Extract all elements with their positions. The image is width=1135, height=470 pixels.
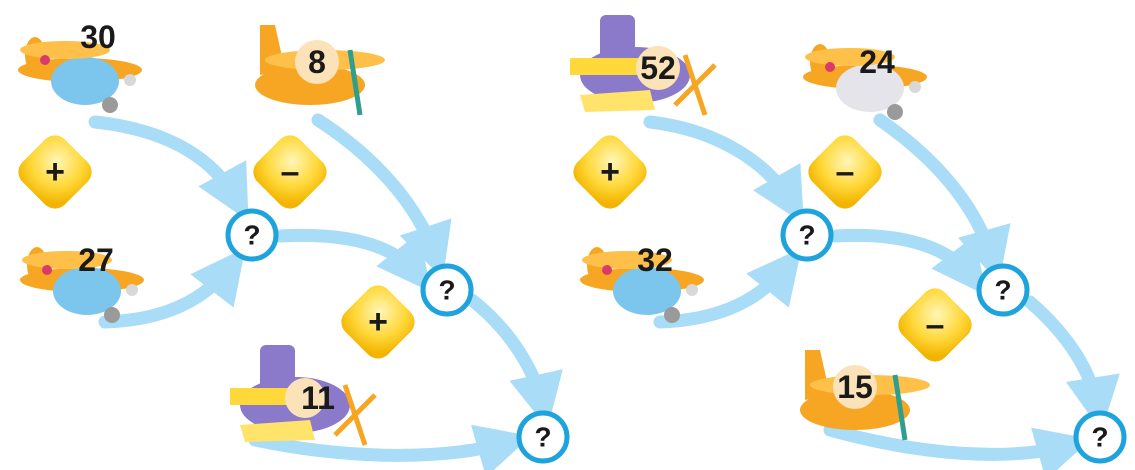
- unknown-mark: ?: [534, 422, 551, 453]
- arrow-30-to-sum: [88, 115, 249, 222]
- arrow-diff-to-final: [465, 293, 563, 429]
- unknown-mark: ?: [438, 275, 455, 306]
- operator-symbol: +: [600, 153, 620, 191]
- unknown-circle: ?: [516, 410, 570, 464]
- operator-diamond: –: [808, 135, 882, 209]
- arrow-27-to-sum: [98, 247, 246, 329]
- operator-diamond: –: [898, 288, 972, 362]
- unknown-mark: ?: [798, 220, 815, 251]
- plane-value: 32: [637, 242, 673, 278]
- unknown-circle: ?: [420, 263, 474, 317]
- plane-30: 30: [18, 19, 142, 113]
- operator-symbol: +: [368, 303, 388, 341]
- plane-value: 27: [78, 242, 114, 278]
- operator-symbol: –: [836, 153, 855, 191]
- plane-value: 11: [301, 380, 335, 416]
- unknown-circle: ?: [225, 208, 279, 262]
- puzzle-1: 30 27 8: [18, 19, 570, 470]
- plane-value: 52: [640, 50, 676, 86]
- arrow-15-to-final: [823, 423, 1092, 470]
- arrow-sum-to-diff: [273, 228, 432, 293]
- operator-symbol: –: [281, 153, 300, 191]
- unknown-mark: ?: [1091, 422, 1108, 453]
- plane-11: 11: [230, 345, 377, 446]
- plane-15: 15: [800, 350, 930, 441]
- plane-value: 24: [859, 44, 895, 80]
- arrow-11-to-final: [248, 424, 532, 470]
- arrow-32-to-sum: [653, 247, 802, 329]
- operator-symbol: +: [45, 153, 65, 191]
- plane-value: 15: [837, 369, 873, 405]
- operator-diamond: +: [573, 135, 647, 209]
- unknown-circle: ?: [1073, 410, 1127, 464]
- plane-24: 24: [803, 44, 927, 120]
- operator-symbol: –: [926, 306, 945, 344]
- unknown-circle: ?: [976, 263, 1030, 317]
- operator-diamond: –: [253, 135, 327, 209]
- puzzle-2: 52 32 24: [570, 15, 1127, 470]
- operator-diamond: +: [18, 135, 92, 209]
- plane-value: 30: [80, 19, 116, 55]
- plane-52: 52: [570, 15, 717, 116]
- plane-27: 27: [20, 242, 144, 323]
- unknown-circle: ?: [780, 208, 834, 262]
- arrow-24-to-diff: [873, 113, 1011, 284]
- plane-32: 32: [580, 242, 704, 323]
- plane-value: 8: [308, 44, 326, 80]
- unknown-mark: ?: [243, 220, 260, 251]
- arrow-diff-to-final: [1023, 295, 1120, 432]
- arrow-52-to-sum: [643, 115, 804, 224]
- unknown-mark: ?: [994, 275, 1011, 306]
- plane-8: 8: [255, 25, 385, 116]
- arrow-sum-to-diff: [829, 228, 987, 296]
- operator-diamond: +: [341, 285, 415, 359]
